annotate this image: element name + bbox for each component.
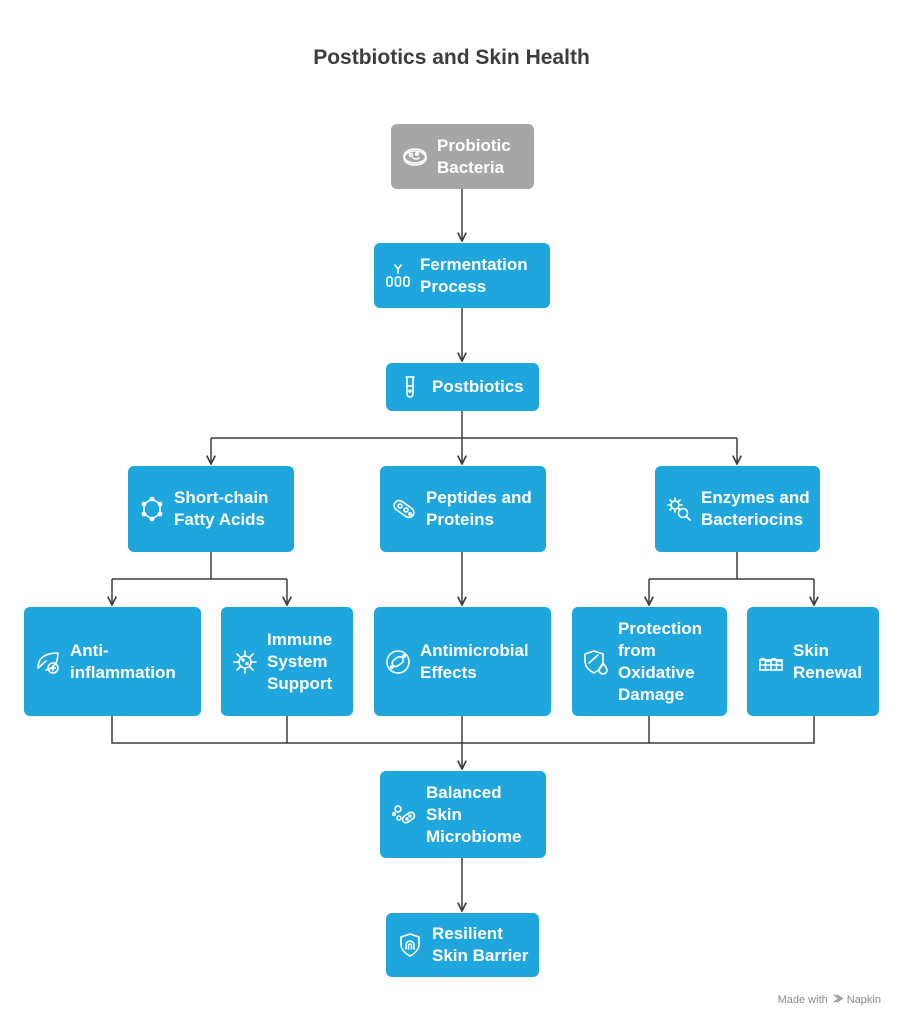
node-label: Protection from Oxidative Damage: [618, 618, 703, 704]
node-label: Resilient Skin Barrier: [432, 924, 529, 965]
node-immune-system-support[interactable]: Immune System Support: [221, 607, 353, 716]
node-peptides-and-proteins[interactable]: Peptides and Proteins: [380, 466, 546, 552]
petri-dish-icon: [401, 143, 429, 171]
node-enzymes-and-bacteriocins[interactable]: Enzymes and Bacteriocins: [655, 466, 820, 552]
node-fermentation-process[interactable]: Fermentation Process: [374, 243, 550, 308]
shield-drop-icon: [582, 648, 610, 676]
microbes-icon: [390, 801, 418, 829]
node-label: Postbiotics: [432, 377, 524, 396]
leaf-shield-icon: [34, 648, 62, 676]
node-label: Enzymes and Bacteriocins: [701, 488, 810, 529]
node-protection-from-oxidative-damage[interactable]: Protection from Oxidative Damage: [572, 607, 727, 716]
node-label: Peptides and Proteins: [426, 488, 532, 529]
gear-search-icon: [665, 495, 693, 523]
node-anti-inflammation[interactable]: Anti-inflammation: [24, 607, 201, 716]
footer-credit: Made with Napkin: [778, 993, 881, 1007]
node-label: Fermentation Process: [420, 254, 528, 296]
bacteria-icon: [384, 648, 412, 676]
napkin-brand-text: Napkin: [846, 994, 881, 1006]
capsule-cells-icon: [390, 495, 418, 523]
node-label: Antimicrobial Effects: [420, 640, 529, 682]
node-postbiotics[interactable]: Postbiotics: [386, 363, 539, 411]
molecule-ring-icon: [138, 495, 166, 523]
node-skin-renewal[interactable]: Skin Renewal: [747, 607, 879, 716]
node-short-chain-fatty-acids[interactable]: Short-chain Fatty Acids: [128, 466, 294, 552]
node-balanced-skin-microbiome[interactable]: Balanced Skin Microbiome: [380, 771, 546, 858]
node-label: Anti-inflammation: [70, 640, 176, 682]
node-antimicrobial-effects[interactable]: Antimicrobial Effects: [374, 607, 551, 716]
node-label: Immune System Support: [267, 629, 333, 693]
napkin-logo-icon: [832, 993, 843, 1007]
node-resilient-skin-barrier[interactable]: Resilient Skin Barrier: [386, 913, 539, 977]
skin-layers-icon: [757, 648, 785, 676]
node-label: Balanced Skin Microbiome: [426, 782, 522, 846]
page-title: Postbiotics and Skin Health: [313, 46, 590, 69]
node-label: Short-chain Fatty Acids: [174, 488, 269, 529]
made-with-text: Made with: [777, 994, 828, 1006]
lab-apparatus-icon: [384, 262, 412, 290]
node-label: Skin Renewal: [793, 640, 862, 682]
barrier-shield-icon: [396, 931, 424, 959]
test-tube-icon: [396, 373, 424, 401]
node-probiotic-bacteria[interactable]: Probiotic Bacteria: [391, 124, 534, 189]
node-label: Probiotic Bacteria: [437, 135, 511, 177]
virus-icon: [231, 648, 259, 676]
merge-line: [111, 716, 815, 744]
